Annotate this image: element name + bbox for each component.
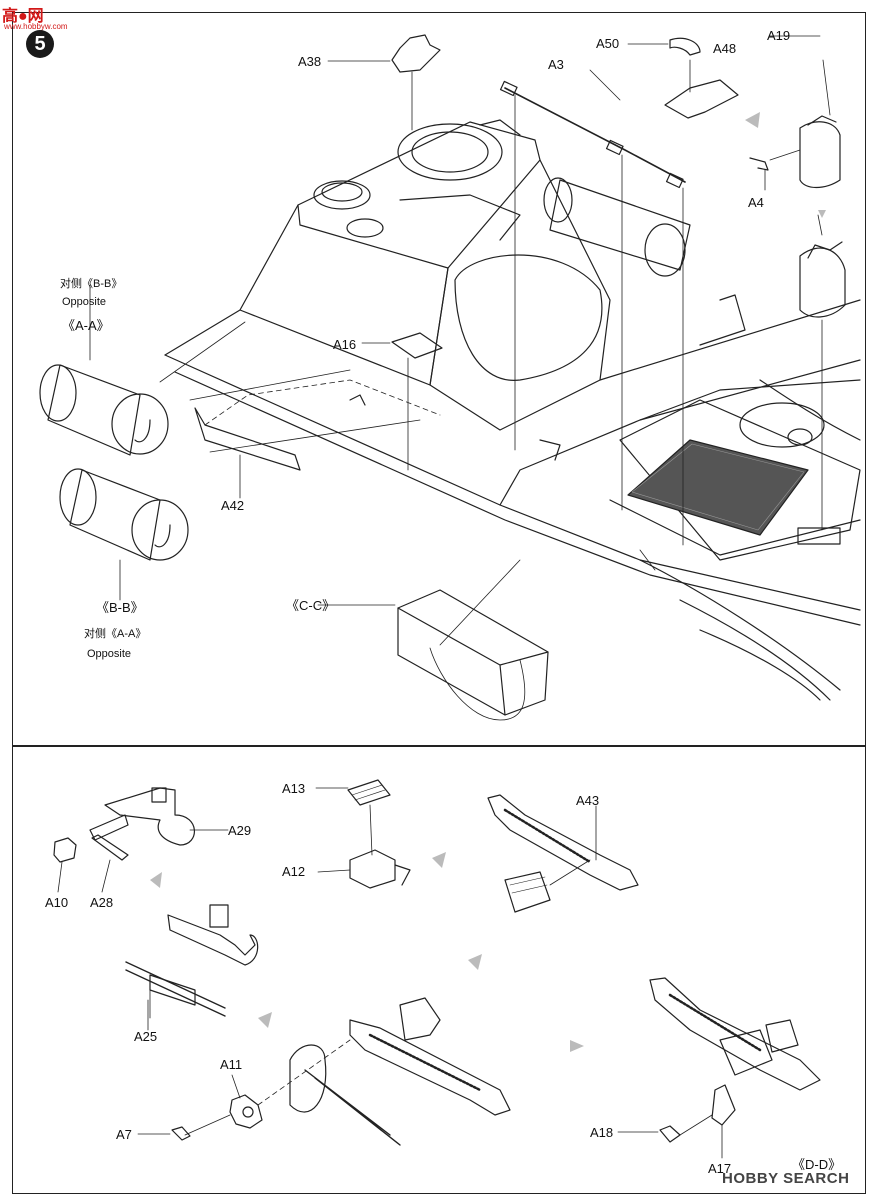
part-label-a48: A48 — [713, 41, 737, 56]
view-label-cc: 《C-C》 — [286, 598, 336, 613]
part-label-a16: A16 — [333, 337, 357, 352]
part-label-a28: A28 — [90, 895, 114, 910]
machine-gun-subassembly-panel — [12, 746, 866, 1194]
part-label-a42: A42 — [221, 498, 245, 513]
view-label-dd: 《D-D》 — [792, 1157, 842, 1172]
watermark-logo: 高●网 — [2, 8, 44, 25]
part-label-a12: A12 — [282, 864, 306, 879]
view-label-opposite-2: Opposite — [87, 648, 132, 660]
part-label-a7: A7 — [116, 1127, 132, 1142]
part-label-a3: A3 — [548, 57, 564, 72]
step-number-badge: 5 — [26, 30, 54, 58]
part-label-a38: A38 — [298, 54, 322, 69]
view-label-aa-cn: 对侧《A-A》 — [84, 628, 147, 640]
part-label-a19: A19 — [767, 28, 791, 43]
hull-drawing — [39, 34, 861, 721]
part-label-a18: A18 — [590, 1125, 614, 1140]
view-label-bb-cn: 对侧《B-B》 — [60, 278, 123, 290]
part-label-a10: A10 — [45, 895, 69, 910]
part-label-a50: A50 — [596, 36, 620, 51]
part-label-a29: A29 — [228, 823, 252, 838]
watermark-brand: HOBBY SEARCH — [722, 1170, 850, 1187]
part-label-a17: A17 — [708, 1161, 732, 1176]
mg-drawing — [53, 779, 821, 1159]
watermark-url: www.hobbyw.com — [4, 22, 68, 31]
part-label-a4: A4 — [748, 195, 764, 210]
part-label-a43: A43 — [576, 793, 600, 808]
view-label-bb: 《B-B》 — [96, 600, 144, 615]
view-label-opposite-1: Opposite — [62, 296, 107, 308]
part-label-a13: A13 — [282, 781, 306, 796]
part-label-a11: A11 — [220, 1057, 243, 1072]
view-label-aa: 《A-A》 — [62, 318, 110, 333]
part-label-a25: A25 — [134, 1029, 158, 1044]
